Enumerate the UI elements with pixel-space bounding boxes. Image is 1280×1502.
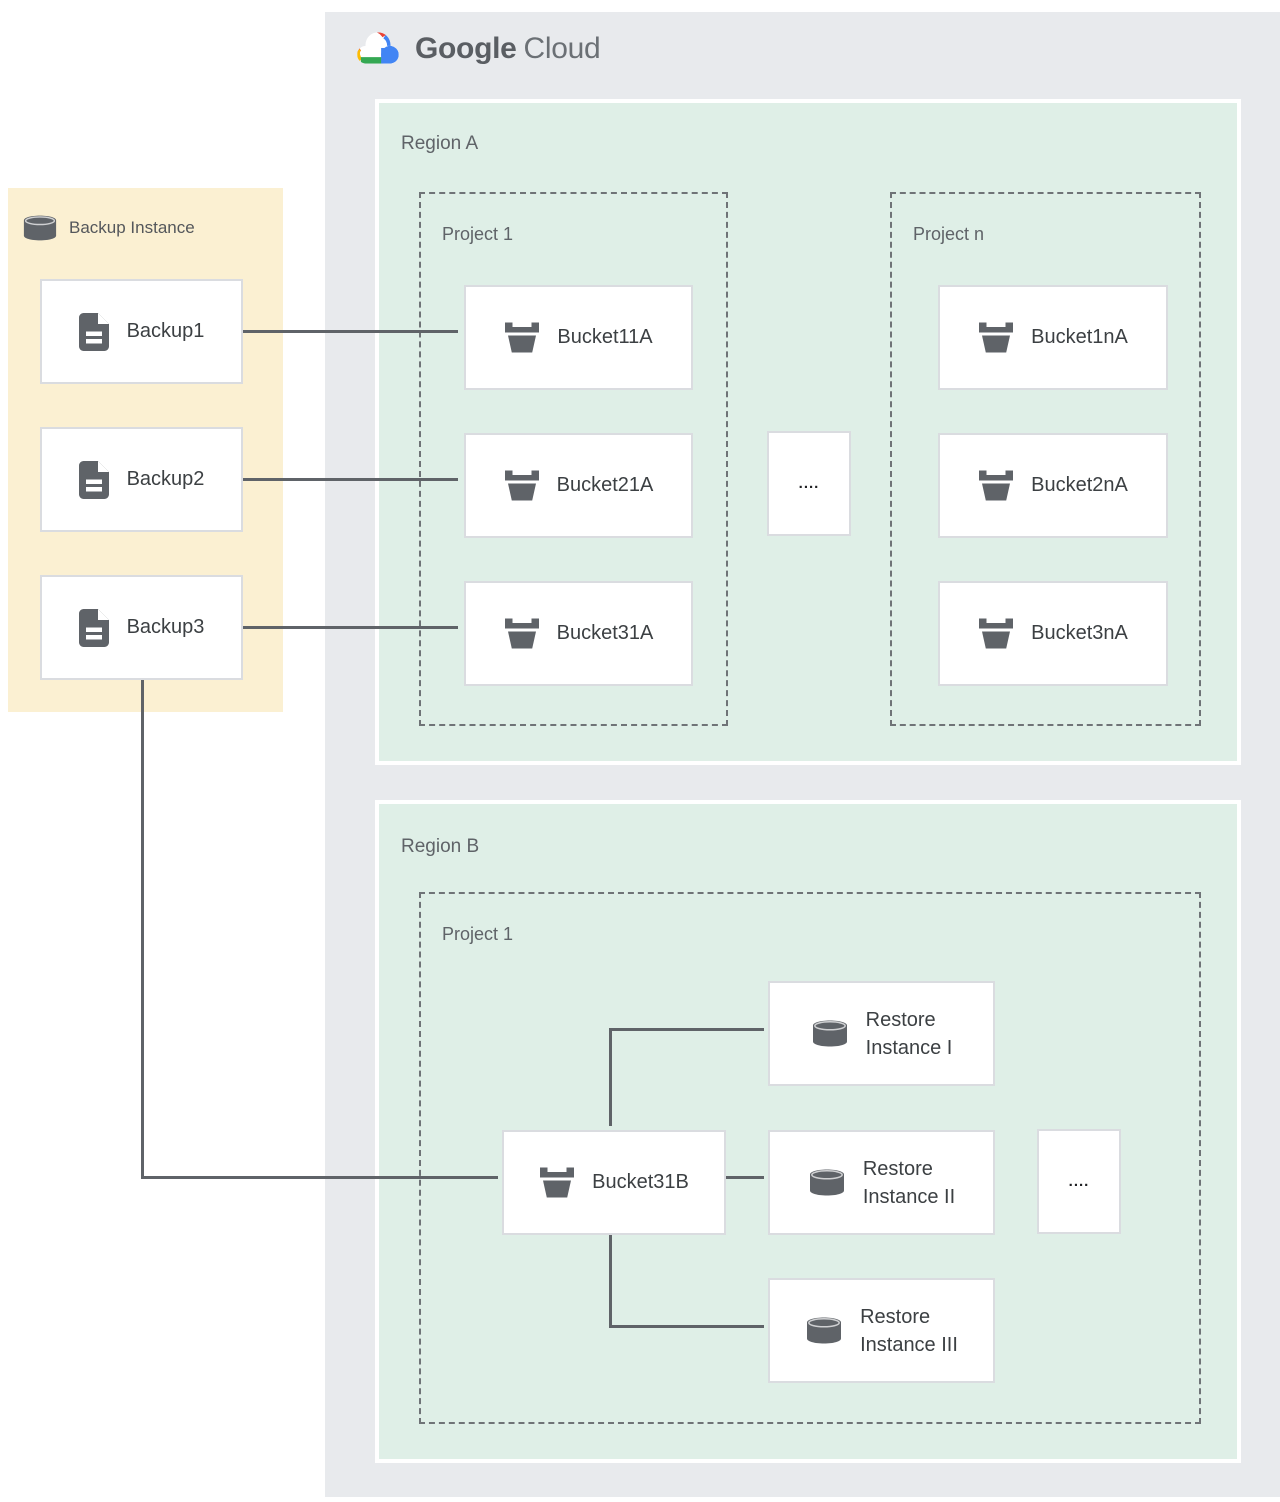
node-bucket21a: Bucket21A bbox=[464, 433, 693, 538]
database-icon bbox=[811, 1020, 849, 1047]
connector-backup3-bucket31a bbox=[243, 626, 458, 629]
database-icon bbox=[22, 215, 58, 241]
region-a-project-1: Project 1 Bucket11A Bucket21A bbox=[419, 192, 728, 726]
node-bucket31a: Bucket31A bbox=[464, 581, 693, 686]
node-label: Bucket2nA bbox=[1031, 474, 1128, 496]
document-icon bbox=[78, 608, 109, 647]
node-bucket31b: Bucket31B bbox=[502, 1130, 726, 1235]
node-backup2: Backup2 bbox=[40, 427, 243, 532]
google-cloud-icon bbox=[353, 28, 403, 69]
bucket-icon bbox=[978, 470, 1014, 501]
node-bucket11a: Bucket11A bbox=[464, 285, 693, 390]
node-label: Backup2 bbox=[126, 468, 205, 490]
logo-text-google: Google bbox=[415, 31, 517, 65]
node-label: Bucket21A bbox=[556, 474, 654, 496]
region-a-project-1-label: Project 1 bbox=[442, 224, 514, 244]
region-a-project-n: Project n Bucket1nA Bucket2nA bbox=[890, 192, 1201, 726]
connector-backup3-vertical bbox=[141, 680, 144, 1179]
database-icon bbox=[808, 1169, 846, 1196]
document-icon bbox=[78, 312, 109, 351]
database-icon bbox=[805, 1317, 843, 1344]
node-backup3: Backup3 bbox=[40, 575, 243, 680]
bucket-icon bbox=[504, 322, 540, 353]
node-label: Bucket11A bbox=[557, 326, 653, 348]
connector-bucket31b-up bbox=[609, 1029, 612, 1126]
node-bucket1na: Bucket1nA bbox=[938, 285, 1168, 390]
region-a-label: Region A bbox=[401, 133, 479, 154]
logo-text-cloud: Cloud bbox=[523, 31, 601, 65]
bucket-icon bbox=[978, 322, 1014, 353]
bucket-icon bbox=[504, 618, 540, 649]
bucket-icon bbox=[978, 618, 1014, 649]
node-bucket3na: Bucket3nA bbox=[938, 581, 1168, 686]
connector-backup3-bucket31b bbox=[141, 1176, 498, 1179]
backup-instance-title: Backup Instance bbox=[69, 218, 195, 237]
region-a-project-n-label: Project n bbox=[913, 224, 985, 244]
backup-instance-header: Backup Instance bbox=[22, 215, 195, 241]
document-icon bbox=[78, 460, 109, 499]
connector-backup1-bucket11a bbox=[243, 330, 458, 333]
node-label: Backup1 bbox=[126, 320, 205, 342]
region-b: Region B Project 1 Bucket31B Re bbox=[375, 800, 1241, 1463]
connector-backup2-bucket21a bbox=[243, 478, 458, 481]
node-label: Bucket3nA bbox=[1031, 622, 1128, 644]
region-b-label: Region B bbox=[401, 836, 480, 857]
node-label: Backup3 bbox=[126, 616, 205, 638]
region-b-project-1-label: Project 1 bbox=[442, 924, 514, 944]
bucket-icon bbox=[539, 1167, 575, 1198]
node-backup1: Backup1 bbox=[40, 279, 243, 384]
region-a: Region A Project 1 Bucket11A bbox=[375, 99, 1241, 765]
region-b-project-1: Project 1 bbox=[419, 892, 1201, 1424]
node-label: Bucket31B bbox=[592, 1171, 689, 1193]
node-label: Bucket1nA bbox=[1031, 326, 1128, 348]
backup-instance-panel: Backup Instance Backup1 bbox=[8, 188, 283, 712]
connector-bucket31b-restore1 bbox=[609, 1028, 764, 1031]
connector-bucket31b-restore2 bbox=[722, 1176, 764, 1179]
connector-bucket31b-restore3 bbox=[609, 1325, 764, 1328]
connector-bucket31b-down bbox=[609, 1231, 612, 1328]
region-a-ellipsis: .... bbox=[767, 431, 851, 536]
node-label: Bucket31A bbox=[556, 622, 654, 644]
bucket-icon bbox=[504, 470, 540, 501]
node-bucket2na: Bucket2nA bbox=[938, 433, 1168, 538]
region-b-ellipsis: .... bbox=[1037, 1129, 1121, 1234]
